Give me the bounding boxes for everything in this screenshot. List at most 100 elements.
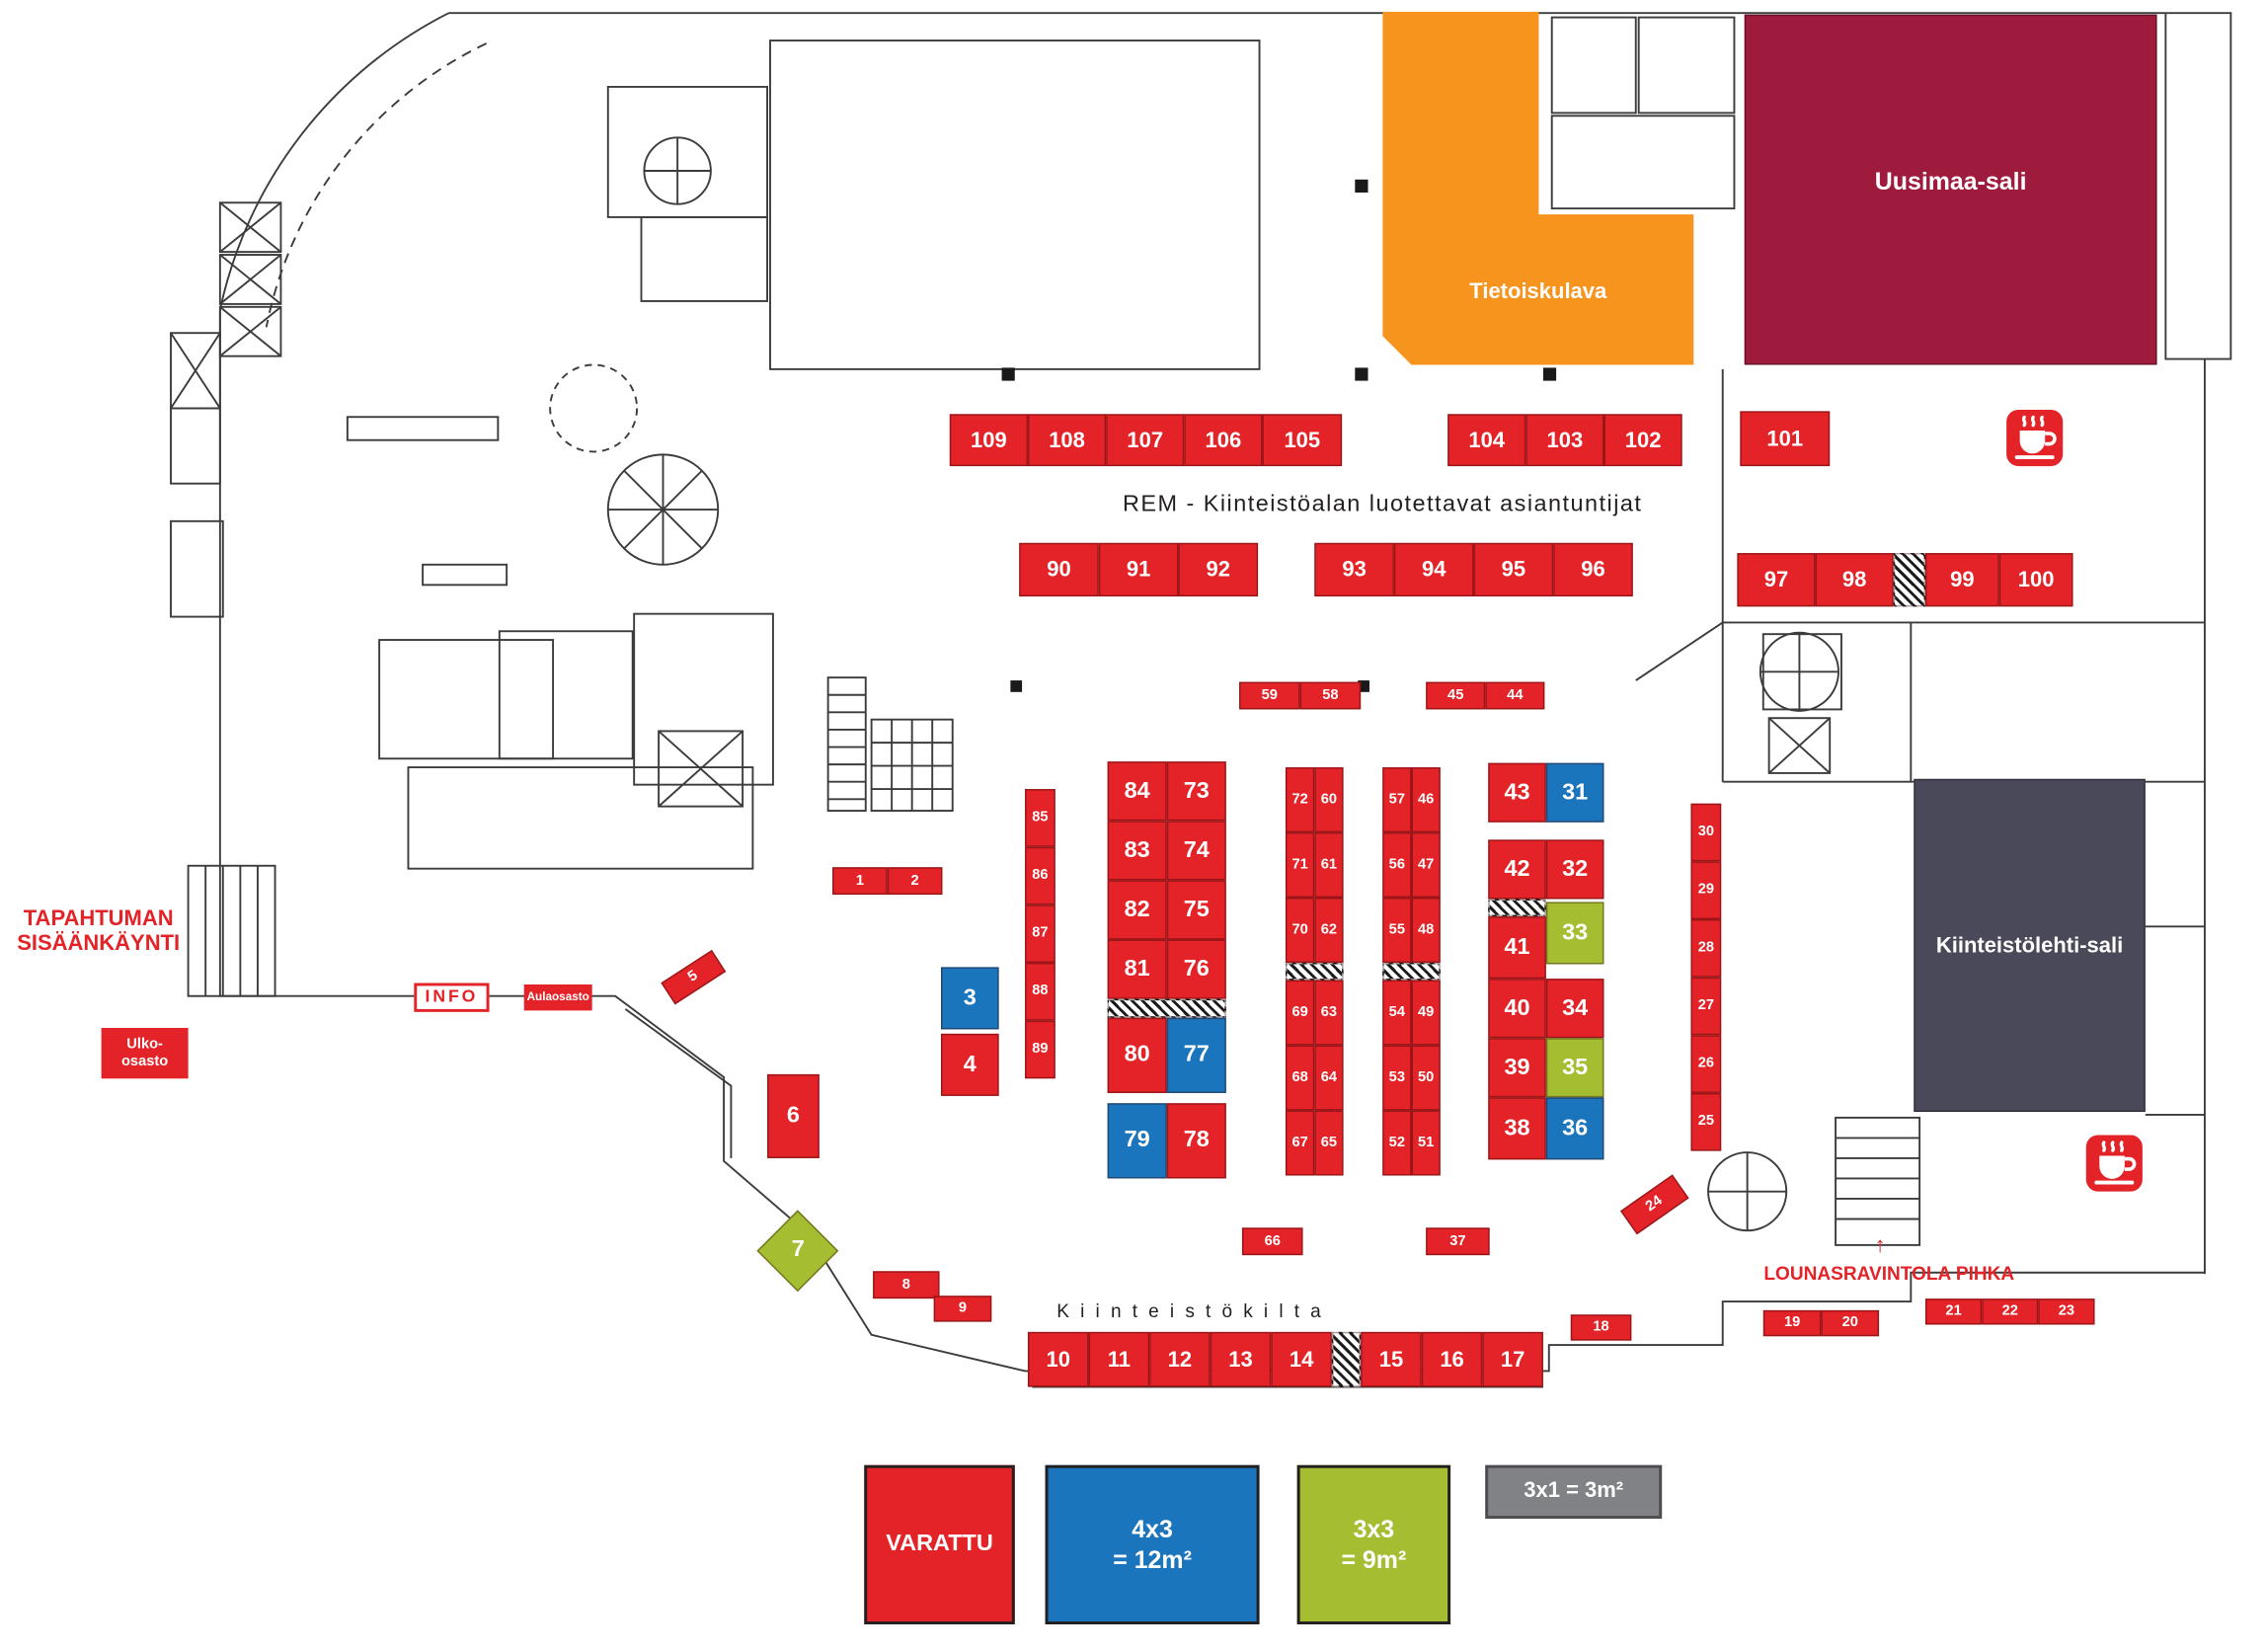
booth-2: 2 <box>887 867 943 896</box>
booth-90: 90 <box>1019 542 1099 597</box>
booth-14: 14 <box>1271 1331 1332 1387</box>
booth-number: 12 <box>1167 1347 1193 1373</box>
rem-title: REM - Kiinteistöalan luotettavat asiantu… <box>1122 492 1643 517</box>
booth-number: 96 <box>1581 557 1605 583</box>
booth-85: 85 <box>1025 789 1055 847</box>
booth-93: 93 <box>1314 542 1394 597</box>
booth-number: 80 <box>1124 1042 1150 1067</box>
booth-59: 59 <box>1239 681 1300 710</box>
booth-72: 72 <box>1285 767 1315 833</box>
hatched-pillar <box>1382 962 1441 981</box>
booth-18: 18 <box>1570 1314 1632 1341</box>
booth-number: 19 <box>1783 1314 1801 1331</box>
booth-number: 77 <box>1183 1042 1210 1067</box>
booth-number: 73 <box>1183 778 1210 803</box>
booth-number: 72 <box>1291 791 1308 808</box>
booth-number: 67 <box>1291 1134 1308 1150</box>
booth-number: 98 <box>1841 567 1867 592</box>
booth-71: 71 <box>1285 832 1315 899</box>
booth-number: 38 <box>1504 1115 1530 1141</box>
booth-number: 59 <box>1261 686 1278 703</box>
booth-number: 79 <box>1124 1128 1150 1153</box>
booth-number: 103 <box>1546 428 1584 453</box>
booth-57: 57 <box>1382 767 1412 833</box>
booth-63: 63 <box>1314 980 1344 1046</box>
booth-15: 15 <box>1361 1331 1422 1387</box>
booth-number: 51 <box>1418 1134 1435 1150</box>
booth-number: 66 <box>1264 1232 1281 1249</box>
booth-number: 62 <box>1320 921 1338 938</box>
booth-number: 39 <box>1504 1055 1530 1080</box>
booth-66: 66 <box>1241 1227 1303 1256</box>
booth-28: 28 <box>1690 919 1722 978</box>
booth-37: 37 <box>1426 1227 1490 1256</box>
booth-99: 99 <box>1924 553 1999 607</box>
booth-number: 109 <box>971 428 1007 453</box>
hatched-pillar <box>1107 998 1226 1018</box>
hatched-pillar <box>1331 1331 1362 1387</box>
booth-number: 93 <box>1342 557 1367 583</box>
booth-number: 78 <box>1183 1128 1210 1153</box>
booth-number: 83 <box>1124 837 1150 863</box>
booth-8: 8 <box>873 1271 940 1299</box>
lounasravintola-label: LOUNASRAVINTOLA PIHKA <box>1763 1262 2015 1285</box>
booth-102: 102 <box>1603 414 1682 467</box>
legend-4x3-line1: 4x3 <box>1132 1515 1173 1543</box>
booth-33: 33 <box>1545 902 1604 965</box>
booth-number: 2 <box>910 872 919 889</box>
booth-32: 32 <box>1545 839 1604 900</box>
booth-17: 17 <box>1482 1331 1543 1387</box>
booth-27: 27 <box>1690 977 1722 1036</box>
booth-number: 54 <box>1388 1003 1405 1020</box>
room-kiinteistolehti-sali: Kiinteistölehti-sali <box>1914 778 2146 1113</box>
booth-105: 105 <box>1262 414 1343 467</box>
booth-number: 13 <box>1228 1347 1253 1373</box>
booth-number: 9 <box>958 1299 968 1316</box>
booth-number: 61 <box>1320 856 1338 873</box>
booth-100: 100 <box>1998 553 2073 607</box>
booth-97: 97 <box>1737 553 1816 607</box>
booth-number: 22 <box>2001 1302 2018 1319</box>
legend-3x1-line1: 3x1 = 3m² <box>1524 1478 1624 1504</box>
kiinteistokilta-label: K i i n t e i s t ö k i l t a <box>1056 1299 1324 1322</box>
booth-10: 10 <box>1027 1331 1089 1387</box>
booth-41: 41 <box>1488 916 1546 980</box>
booth-number: 64 <box>1320 1068 1338 1085</box>
booth-51: 51 <box>1411 1110 1441 1176</box>
booth-108: 108 <box>1027 414 1107 467</box>
booth-92: 92 <box>1178 542 1259 597</box>
booth-number: 106 <box>1205 428 1242 453</box>
booth-number: 17 <box>1500 1347 1525 1373</box>
booth-number: 48 <box>1418 921 1435 938</box>
booth-76: 76 <box>1166 939 1226 999</box>
booth-number: 43 <box>1504 779 1530 805</box>
booth-98: 98 <box>1815 553 1894 607</box>
booth-number: 52 <box>1388 1134 1405 1150</box>
booth-74: 74 <box>1166 821 1226 881</box>
ulko-line1: Ulko- <box>126 1036 163 1053</box>
legend-3x3-line1: 3x3 <box>1353 1515 1395 1543</box>
booth-84: 84 <box>1107 761 1167 822</box>
booth-30: 30 <box>1690 803 1722 862</box>
booth-65: 65 <box>1314 1110 1344 1176</box>
booth-number: 108 <box>1049 428 1085 453</box>
booth-44: 44 <box>1485 681 1545 710</box>
booth-64: 64 <box>1314 1045 1344 1111</box>
booth-number: 15 <box>1378 1347 1404 1373</box>
booth-number: 36 <box>1562 1115 1589 1141</box>
booth-number: 1 <box>855 872 864 889</box>
legend-varattu: VARATTU <box>864 1464 1015 1625</box>
info-desk-label: INFO <box>414 983 490 1012</box>
booth-number: 31 <box>1562 779 1589 805</box>
booth-70: 70 <box>1285 898 1315 963</box>
booth-number: 104 <box>1468 428 1506 453</box>
booth-number: 91 <box>1126 557 1151 583</box>
booth-number: 25 <box>1697 1113 1715 1130</box>
booth-62: 62 <box>1314 898 1344 963</box>
booth-number: 70 <box>1291 921 1308 938</box>
booth-number: 42 <box>1504 856 1530 882</box>
legend-4x3: 4x3 = 12m² <box>1045 1464 1260 1625</box>
